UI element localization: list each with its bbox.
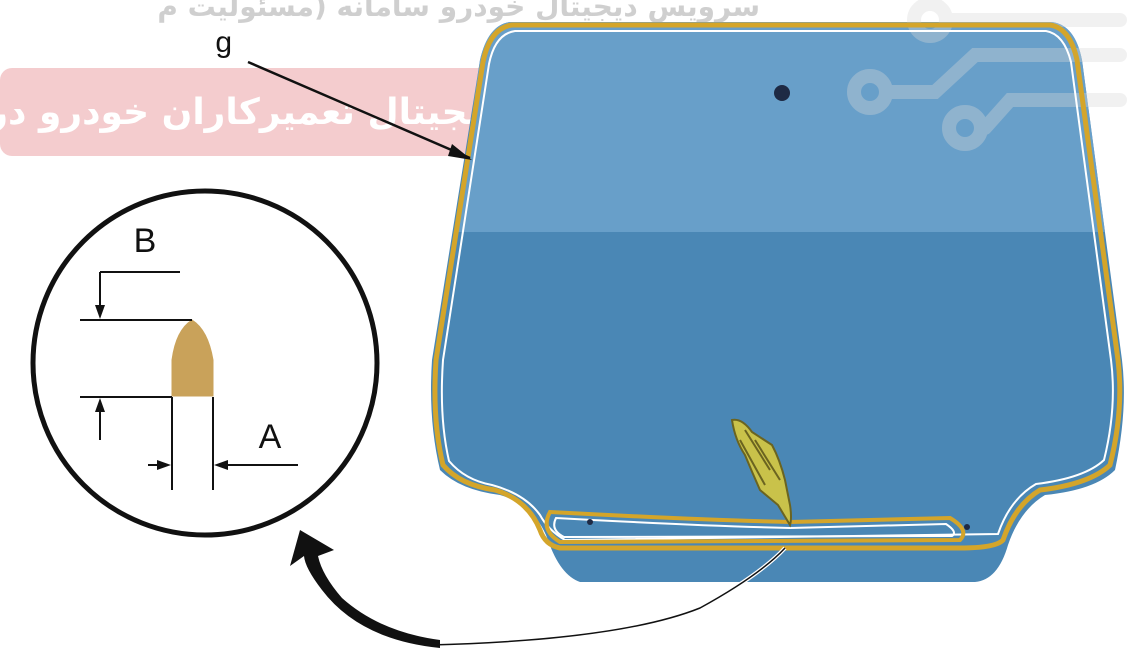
label-B: B <box>134 222 157 260</box>
applicator-nozzle-icon <box>730 418 792 528</box>
label-A: A <box>259 418 282 456</box>
b-arrow-down <box>95 305 105 319</box>
b-arrow-up <box>95 398 105 412</box>
lower-left-dot <box>587 519 593 525</box>
dimension-lines <box>80 271 298 490</box>
bead-cross-section <box>171 319 214 397</box>
lower-strip-bead <box>544 509 966 545</box>
lower-right-dot <box>964 524 970 530</box>
curved-arrow <box>290 530 440 648</box>
g-arrowhead <box>448 144 472 160</box>
adhesive-bead-inner-line <box>440 30 1114 542</box>
callout-line-dark <box>429 547 786 646</box>
adhesive-bead-outline <box>432 22 1123 551</box>
lower-strip-inner <box>553 516 955 539</box>
label-g: g <box>215 26 232 59</box>
mirror-mount-dot <box>774 85 790 101</box>
a-arrow-left <box>214 460 228 470</box>
glass-upper-tint <box>455 22 1105 232</box>
watermark-top-text: سرویس دیجیتال خودرو سامانه (مسئولیت م <box>157 0 760 23</box>
a-arrow-right <box>157 460 171 470</box>
g-leader-line <box>247 60 471 160</box>
